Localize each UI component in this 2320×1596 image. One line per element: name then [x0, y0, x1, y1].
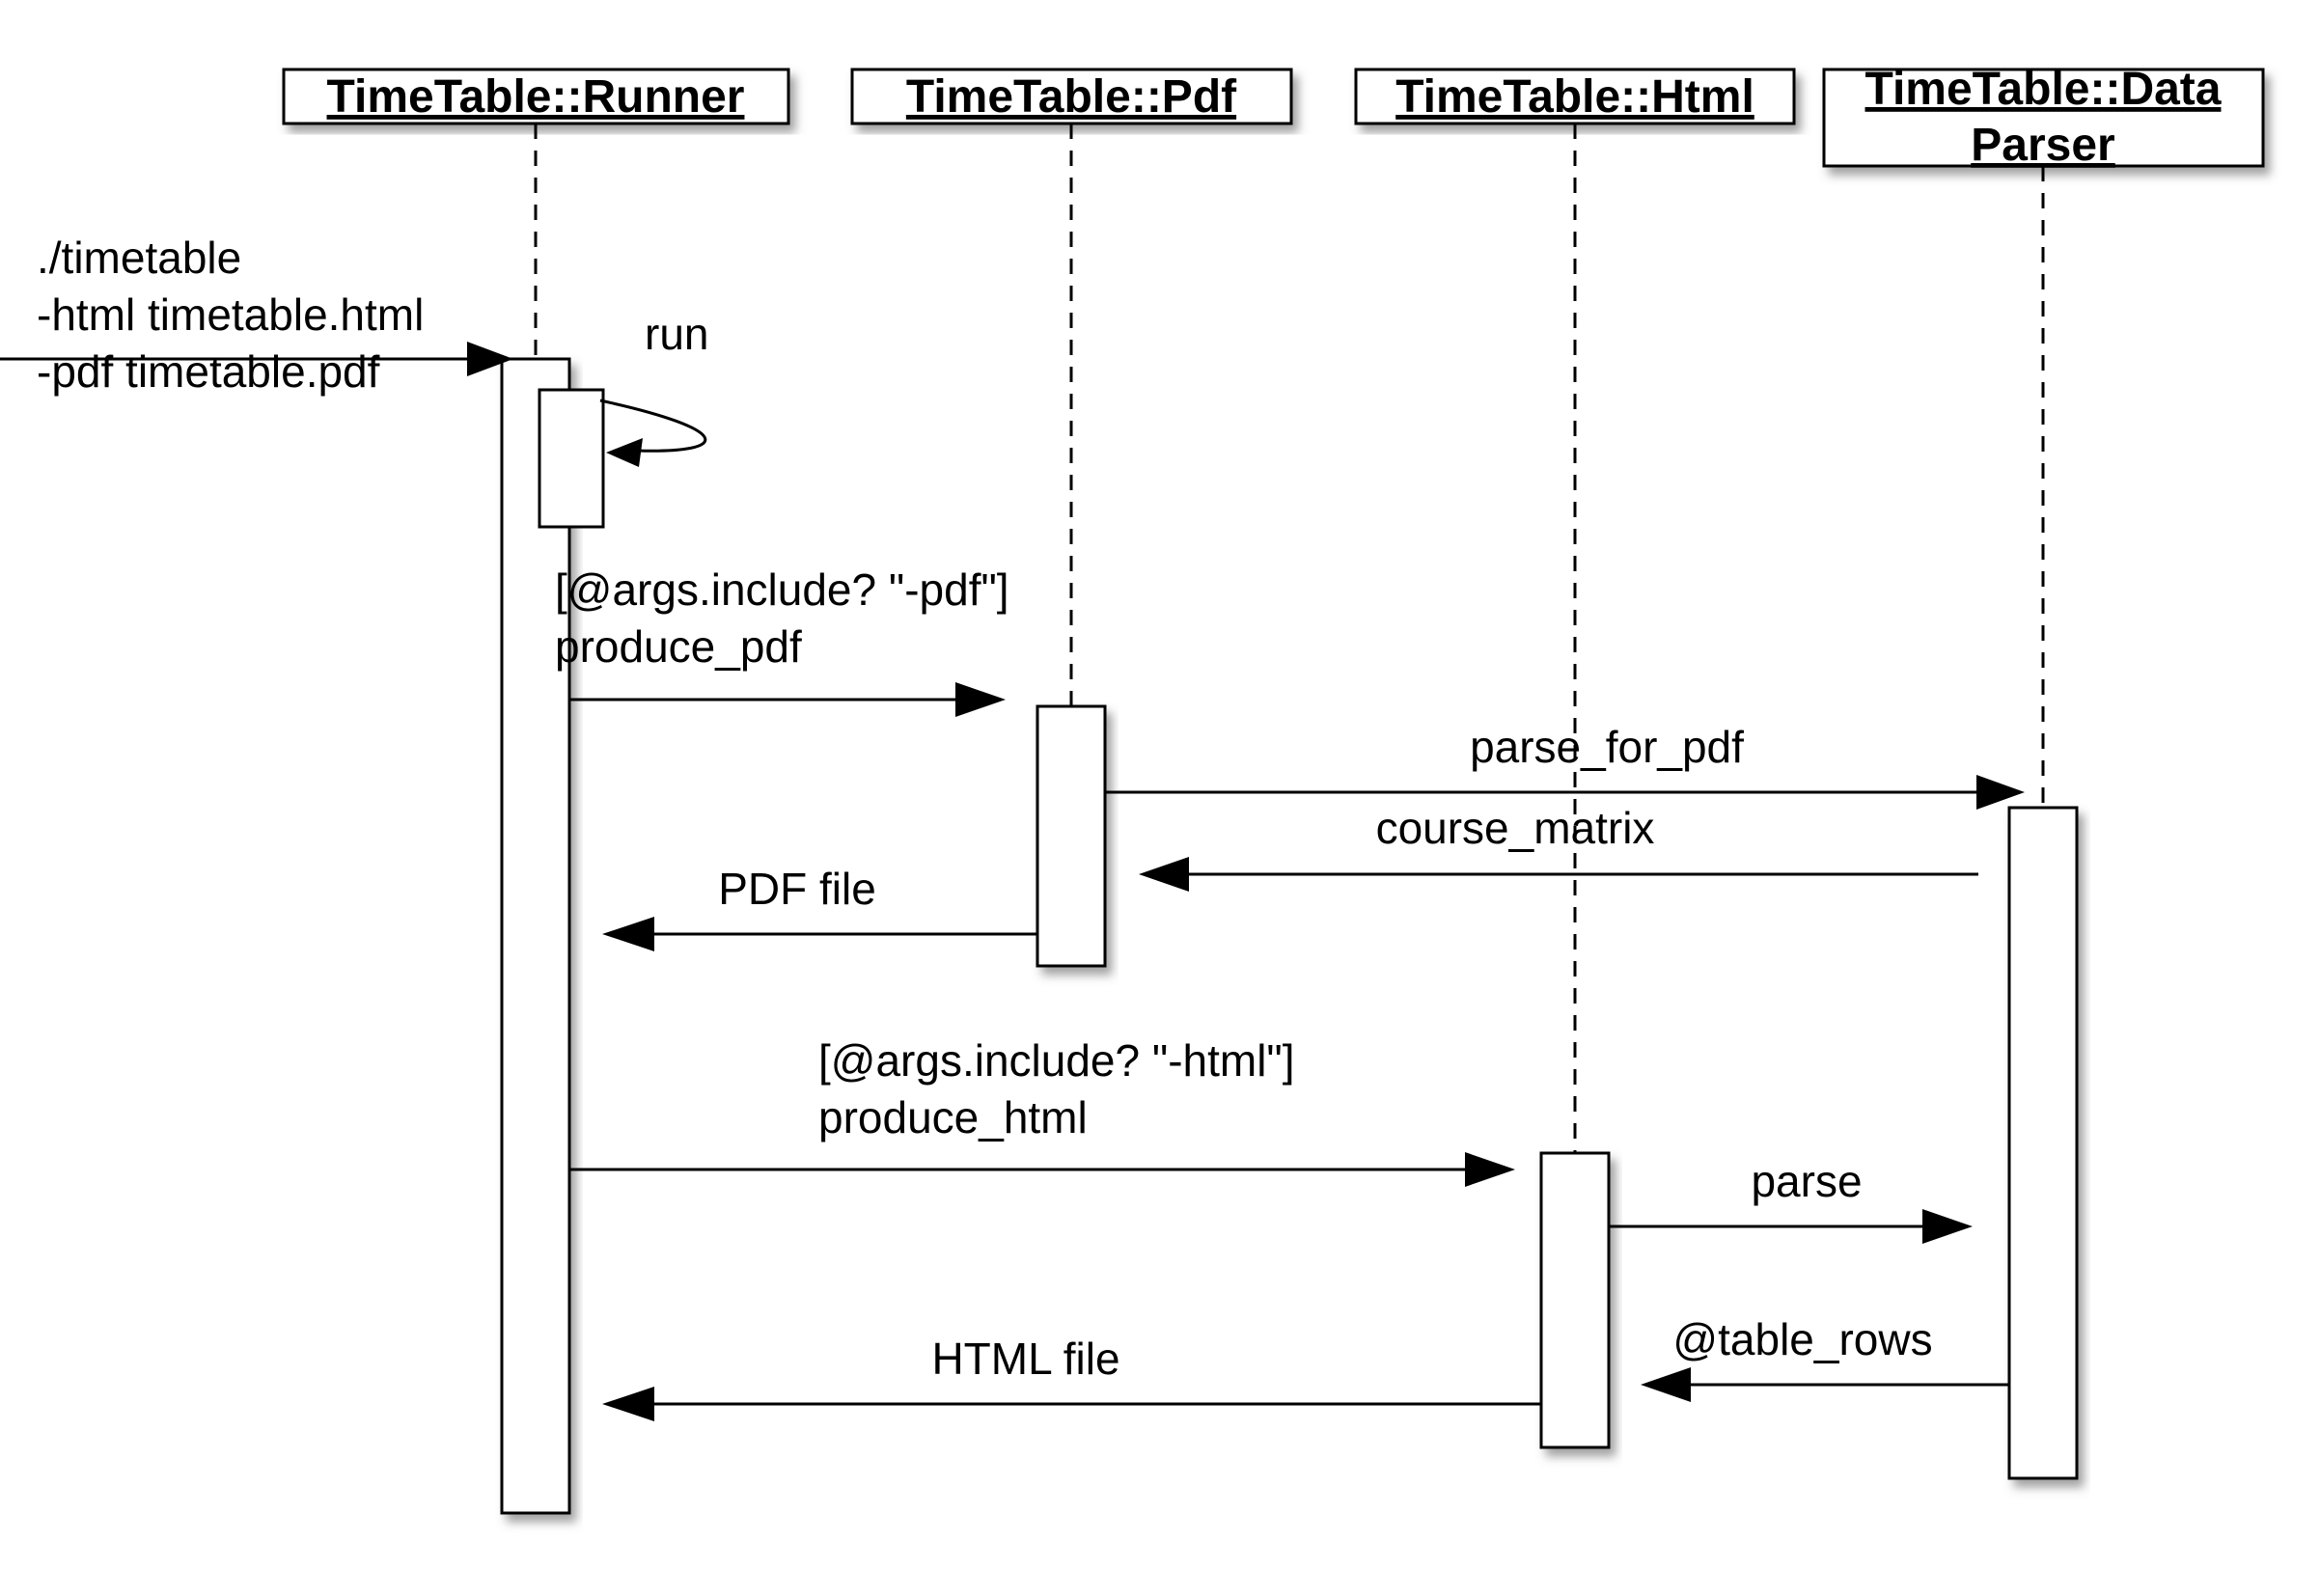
lifeline-header-runner: TimeTable::Runner: [282, 68, 790, 125]
message-label: HTML file: [931, 1334, 1119, 1384]
message-course-matrix: course_matrix: [1139, 803, 1978, 892]
message-label: course_matrix: [1376, 803, 1655, 853]
message-label: PDF file: [718, 864, 876, 914]
lifeline-header-html: TimeTable::Html: [1354, 68, 1796, 125]
message-table-rows: @table_rows: [1641, 1314, 2009, 1402]
lifeline-label: TimeTable::Data: [1865, 64, 2222, 115]
message-pdf-file: PDF file: [602, 864, 1037, 951]
message-label: parse_for_pdf: [1470, 722, 1744, 772]
message-produce-pdf: [@args.include? "-pdf"] produce_pdf: [555, 564, 1009, 717]
message-label: produce_pdf: [555, 621, 802, 672]
activation-runner: [500, 357, 571, 1515]
lifeline-header-pdf: TimeTable::Pdf: [850, 68, 1293, 125]
message-label: [@args.include? "-html"]: [818, 1035, 1295, 1086]
message-produce-html: [@args.include? "-html"] produce_html: [569, 1035, 1515, 1187]
message-label: @table_rows: [1672, 1314, 1932, 1364]
message-label: ./timetable: [37, 233, 241, 283]
message-run: run: [599, 309, 708, 467]
message-html-file: HTML file: [602, 1334, 1541, 1421]
message-label: -pdf timetable.pdf: [37, 346, 380, 397]
message-parse: parse: [1609, 1156, 1973, 1244]
activation-parser: [2007, 806, 2079, 1480]
lifeline-label: TimeTable::Pdf: [906, 71, 1237, 123]
activation-runner-self: [538, 388, 605, 529]
lifeline-label: Parser: [1971, 120, 2114, 171]
message-entry: ./timetable -html timetable.html -pdf ti…: [0, 233, 513, 397]
message-label: [@args.include? "-pdf"]: [555, 564, 1009, 615]
message-label: produce_html: [818, 1092, 1088, 1142]
lifeline-header-parser: TimeTable::Data Parser: [1822, 64, 2265, 171]
message-label: -html timetable.html: [37, 289, 424, 340]
activation-html: [1539, 1151, 1611, 1449]
message-label: run: [645, 309, 708, 359]
message-parse-for-pdf: parse_for_pdf: [1105, 722, 2025, 810]
message-label: parse: [1751, 1156, 1862, 1206]
activation-pdf: [1036, 704, 1107, 968]
lifeline-label: TimeTable::Runner: [327, 71, 745, 123]
lifeline-label: TimeTable::Html: [1395, 71, 1754, 123]
